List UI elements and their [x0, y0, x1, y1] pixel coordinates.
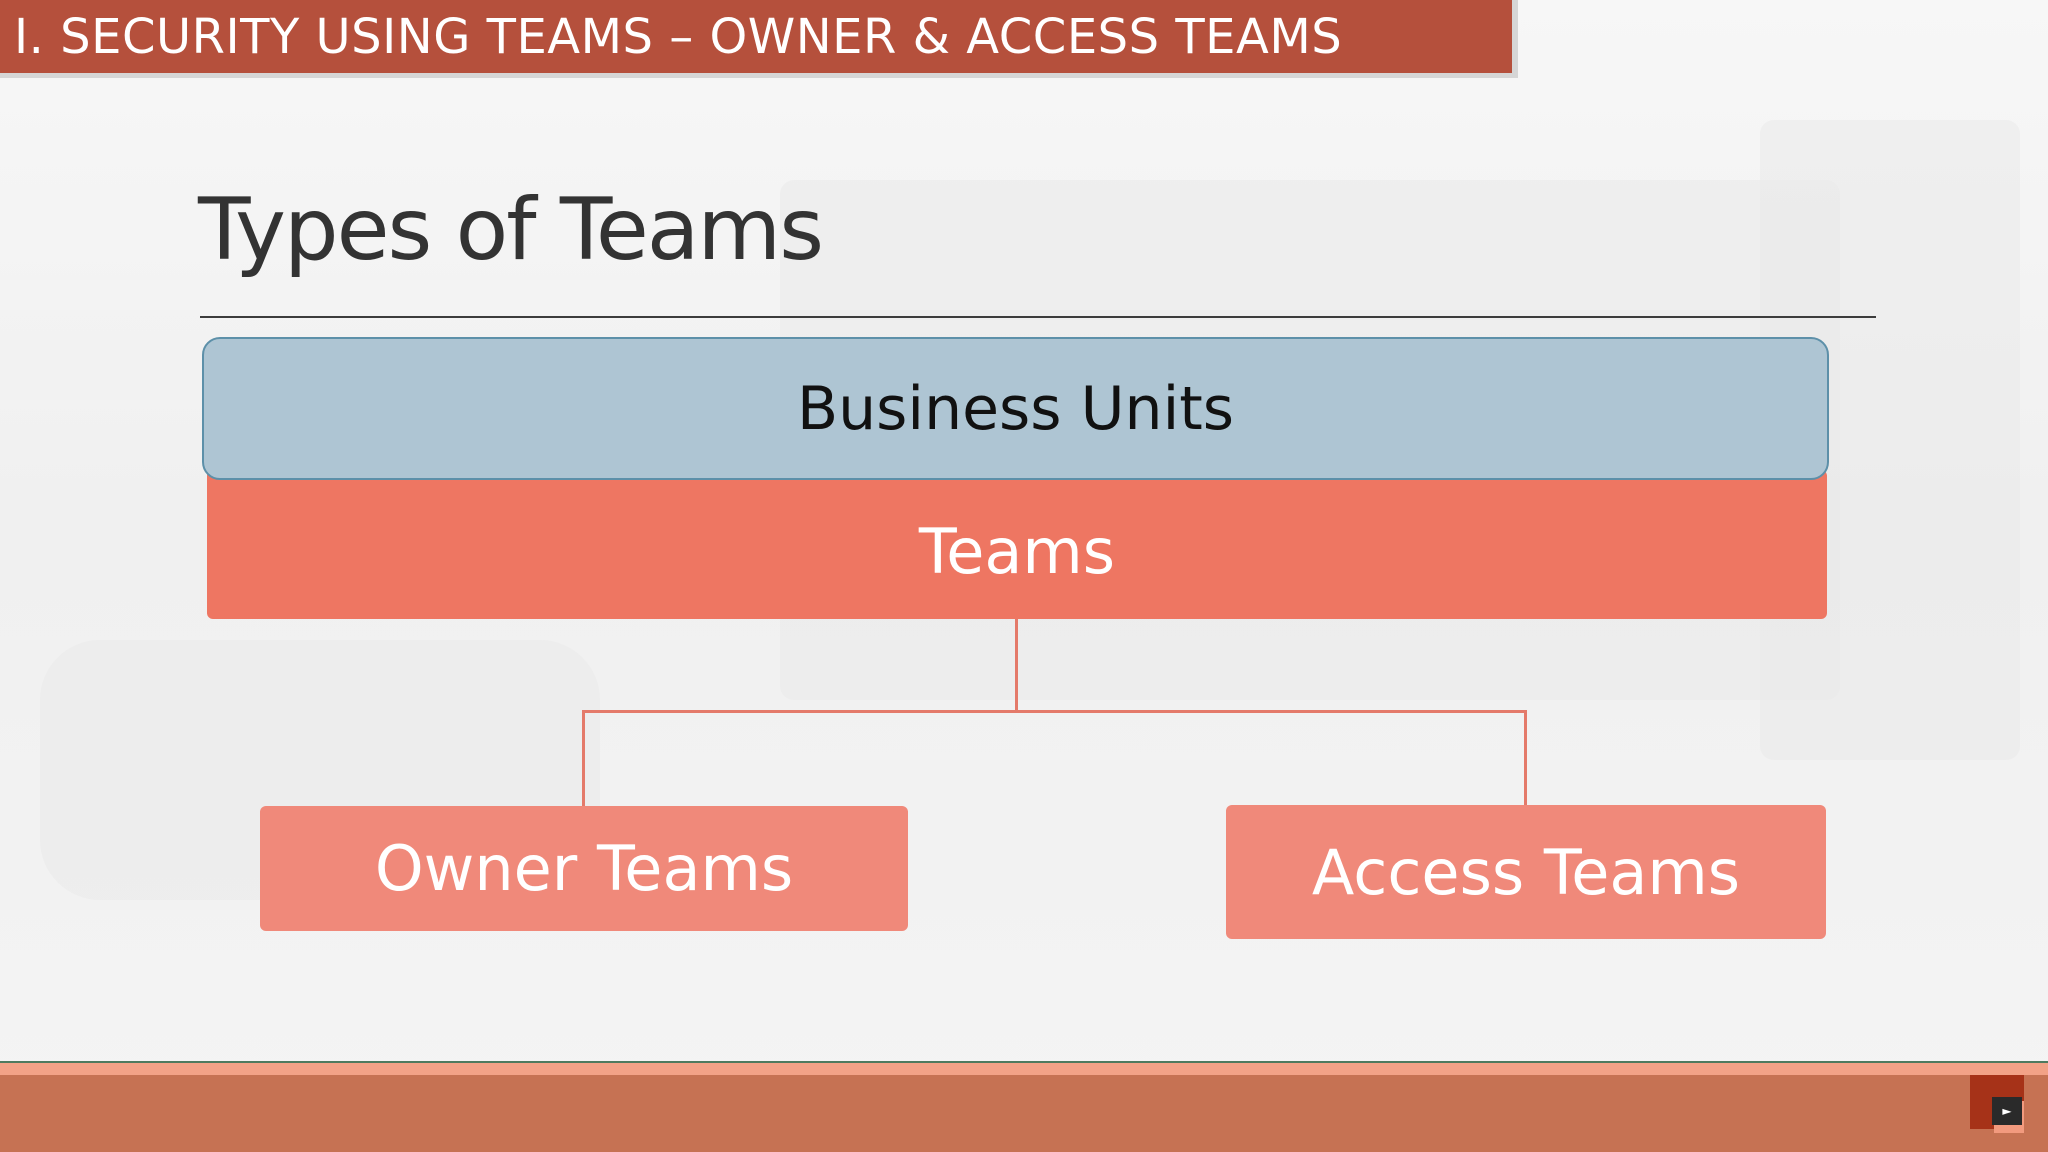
business-units-label: Business Units	[796, 373, 1235, 444]
heading-divider	[200, 316, 1876, 318]
connector-horizontal	[582, 710, 1527, 713]
owner-teams-label: Owner Teams	[374, 832, 794, 905]
slide-footer-bar: ►	[0, 1061, 2048, 1152]
owner-teams-box: Owner Teams	[260, 806, 908, 931]
access-teams-label: Access Teams	[1311, 835, 1741, 909]
slide-header-bar: I. SECURITY USING TEAMS – OWNER & ACCESS…	[0, 0, 1518, 78]
play-icon[interactable]: ►	[1992, 1097, 2022, 1125]
corner-logo: ►	[1970, 1075, 2024, 1133]
slide-heading: Types of Teams	[198, 180, 824, 280]
connector-trunk	[1015, 619, 1018, 711]
teams-box: Teams	[207, 470, 1827, 619]
teams-label: Teams	[918, 515, 1116, 588]
connector-to-owner	[582, 710, 585, 806]
access-teams-box: Access Teams	[1226, 805, 1826, 939]
slide-section-title: I. SECURITY USING TEAMS – OWNER & ACCESS…	[14, 8, 1343, 65]
connector-to-access	[1524, 710, 1527, 805]
business-units-box: Business Units	[202, 337, 1829, 480]
footer-highlight-strip	[0, 1063, 2048, 1075]
